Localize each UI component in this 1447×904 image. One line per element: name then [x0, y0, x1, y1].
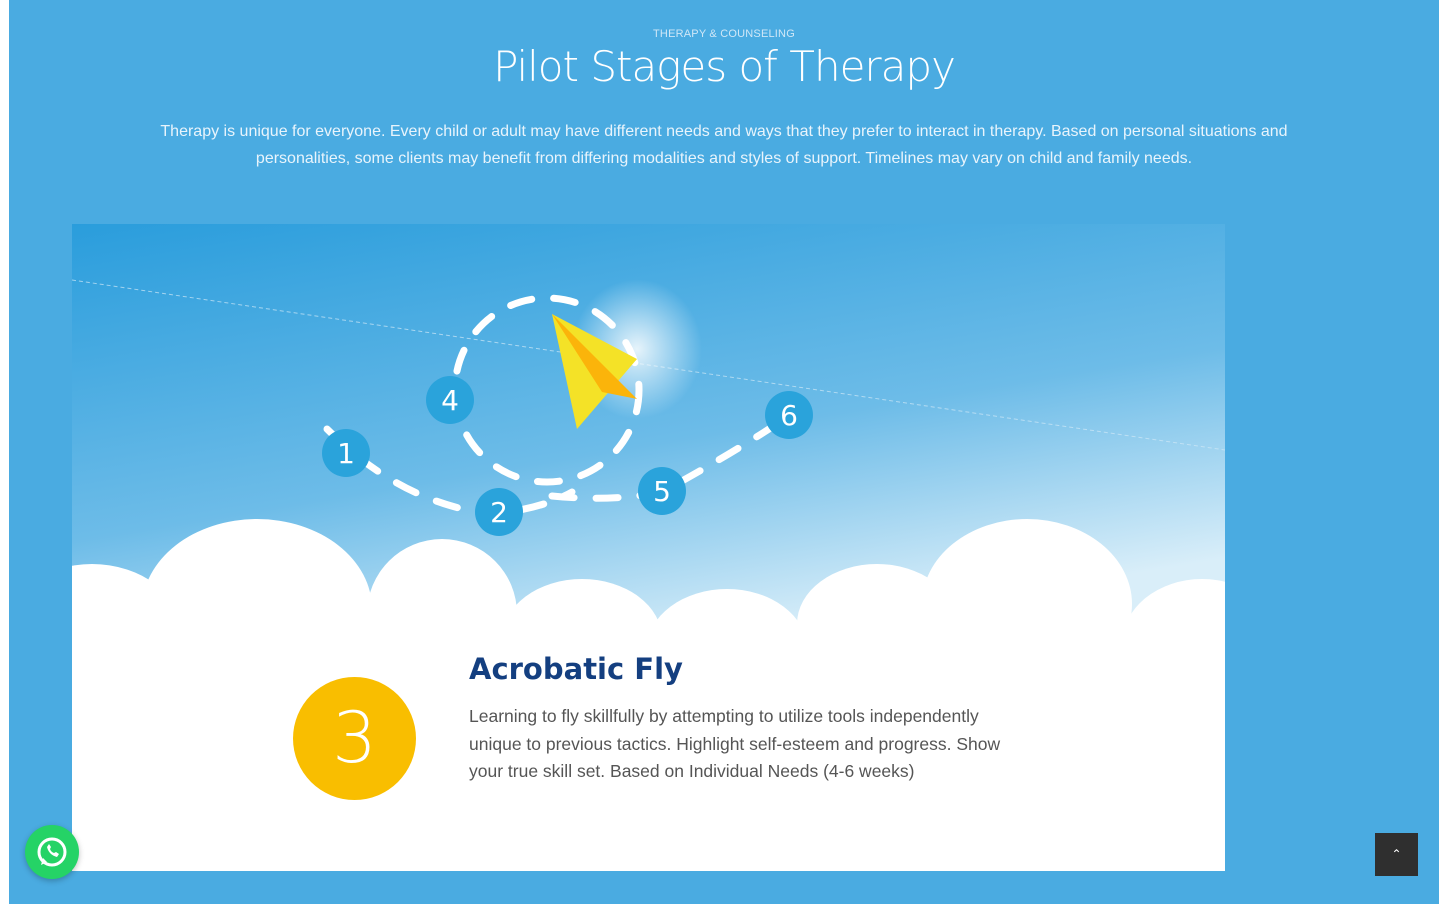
back-to-top-button[interactable]: ⌃ — [1375, 833, 1418, 876]
stage-number-badge: 3 — [293, 677, 416, 800]
stage-marker-label: 5 — [653, 475, 671, 508]
stage-marker-1 — [322, 429, 370, 477]
stage-description: Learning to fly skillfully by attempting… — [469, 706, 1001, 781]
intro-text: Therapy is unique for everyone. Every ch… — [160, 123, 1288, 167]
stage-marker-6 — [765, 391, 813, 439]
stage-marker-5 — [638, 467, 686, 515]
stage-marker-label: 6 — [780, 399, 798, 432]
stage-marker-label: 1 — [337, 437, 355, 470]
cloud-layer — [72, 519, 1225, 871]
stage-marker-4 — [426, 376, 474, 424]
therapy-stages-section: THERAPY & COUNSELING Pilot Stages of The… — [9, 0, 1439, 904]
stage-illustration: 1 2 4 5 6 3 Acrobatic Fly Learning to fly sk… — [72, 224, 1225, 871]
page-title: Pilot Stages of Therapy — [493, 42, 956, 91]
stage-marker-label: 2 — [490, 496, 508, 529]
whatsapp-button[interactable] — [25, 825, 79, 879]
stage-marker-label: 4 — [441, 384, 459, 417]
section-eyebrow: THERAPY & COUNSELING — [653, 28, 795, 40]
stage-marker-2 — [475, 488, 523, 536]
stage-title: Acrobatic Fly — [469, 652, 683, 686]
sky-scene: 1 2 4 5 6 — [72, 224, 1225, 871]
whatsapp-icon — [37, 837, 67, 867]
paper-plane-icon — [552, 314, 637, 429]
